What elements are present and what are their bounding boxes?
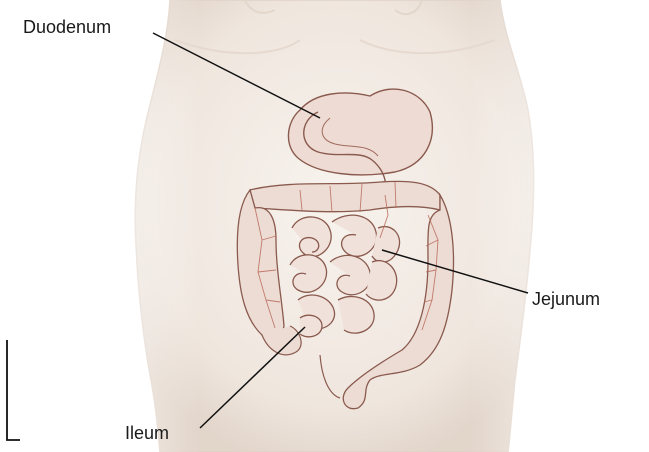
ileum-label: Ileum bbox=[125, 424, 169, 442]
transverse-colon bbox=[250, 181, 440, 211]
duodenum-label: Duodenum bbox=[23, 18, 111, 36]
stomach-outline bbox=[288, 89, 432, 175]
jejunum-label: Jejunum bbox=[532, 290, 600, 308]
bracket-mark bbox=[7, 340, 20, 440]
